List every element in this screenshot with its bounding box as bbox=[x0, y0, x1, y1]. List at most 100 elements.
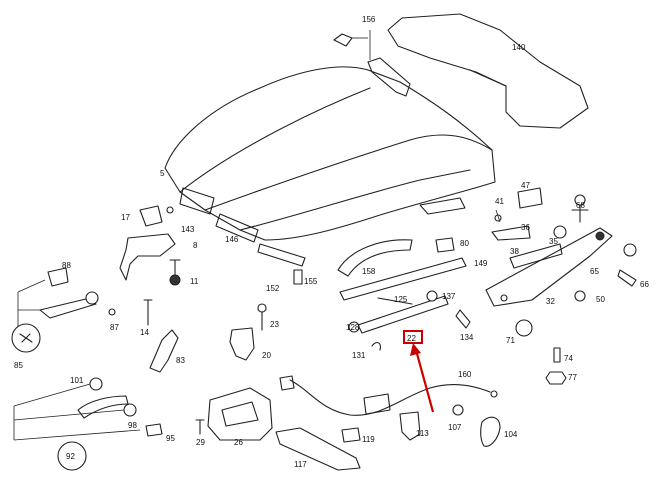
clip-119 bbox=[341, 427, 361, 443]
label-71: 71 bbox=[506, 336, 515, 345]
clip-80 bbox=[435, 237, 455, 253]
label-8: 8 bbox=[193, 241, 198, 250]
strip-143 bbox=[179, 187, 215, 215]
gas-strut-22 bbox=[357, 295, 449, 334]
hood-seal-156 bbox=[367, 57, 411, 97]
label-80: 80 bbox=[460, 239, 469, 248]
profile-158 bbox=[337, 239, 413, 277]
clip-131 bbox=[371, 341, 381, 351]
nut-137 bbox=[426, 290, 438, 302]
label-47: 47 bbox=[521, 181, 530, 190]
label-35: 35 bbox=[549, 237, 558, 246]
link-38 bbox=[509, 243, 563, 269]
label-98: 98 bbox=[128, 421, 137, 430]
label-5: 5 bbox=[160, 169, 165, 178]
handle-92 bbox=[77, 395, 129, 419]
label-23: 23 bbox=[270, 320, 279, 329]
bracket-17 bbox=[139, 205, 163, 227]
label-156: 156 bbox=[362, 15, 376, 24]
bracket-36 bbox=[491, 225, 531, 241]
label-149: 149 bbox=[474, 259, 488, 268]
hood-edge-line bbox=[204, 134, 493, 211]
label-143: 143 bbox=[181, 225, 195, 234]
label-41: 41 bbox=[495, 197, 504, 206]
label-87: 87 bbox=[110, 323, 119, 332]
label-137: 137 bbox=[442, 292, 456, 301]
hood-panel-5 bbox=[164, 66, 496, 241]
label-85: 85 bbox=[14, 361, 23, 370]
label-107: 107 bbox=[448, 423, 462, 432]
bolt-23 bbox=[257, 309, 267, 331]
label-160: 160 bbox=[458, 370, 472, 379]
bracket-83 bbox=[149, 329, 179, 373]
seal-strip-149 bbox=[339, 257, 467, 301]
label-92: 92 bbox=[66, 452, 75, 461]
handle-104 bbox=[480, 416, 501, 447]
circle-92 bbox=[57, 441, 87, 471]
label-125: 125 bbox=[394, 295, 408, 304]
bolt-74 bbox=[553, 347, 561, 363]
label-95: 95 bbox=[166, 434, 175, 443]
label-140: 140 bbox=[512, 43, 526, 52]
nut-11 bbox=[169, 274, 181, 286]
hood-crease bbox=[179, 87, 371, 193]
label-20: 20 bbox=[262, 351, 271, 360]
label-32: 32 bbox=[546, 297, 555, 306]
label-83: 83 bbox=[176, 356, 185, 365]
bolt-155 bbox=[293, 269, 303, 285]
nut-66 bbox=[623, 243, 637, 257]
bolt-134 bbox=[455, 309, 471, 329]
label-26: 26 bbox=[234, 438, 243, 447]
pad-26 bbox=[207, 387, 273, 441]
clip-88 bbox=[47, 267, 69, 287]
label-117: 117 bbox=[294, 460, 307, 469]
screw-107 bbox=[452, 404, 464, 416]
bolt-11 bbox=[169, 259, 181, 276]
hood-front-line bbox=[239, 169, 471, 231]
label-14: 14 bbox=[140, 328, 149, 337]
label-65: 65 bbox=[590, 267, 599, 276]
insulation-edge bbox=[469, 69, 507, 87]
label-66: 66 bbox=[640, 280, 649, 289]
release-cable-160 bbox=[289, 379, 491, 416]
hinge-8 bbox=[119, 233, 176, 281]
bracket-47 bbox=[517, 187, 543, 209]
nut-101 bbox=[89, 377, 103, 391]
label-38: 38 bbox=[510, 247, 519, 256]
strip-152 bbox=[257, 243, 306, 267]
hood-latch-plate bbox=[419, 197, 466, 215]
label-146: 146 bbox=[225, 235, 239, 244]
clip-156 bbox=[333, 33, 353, 47]
nut-77 bbox=[545, 371, 567, 385]
label-22: 22 bbox=[407, 334, 416, 343]
label-29: 29 bbox=[196, 438, 205, 447]
label-74: 74 bbox=[564, 354, 573, 363]
ball-128 bbox=[348, 321, 360, 333]
label-131: 131 bbox=[352, 351, 366, 360]
label-152: 152 bbox=[266, 284, 280, 293]
label-77: 77 bbox=[568, 373, 577, 382]
highlight-arrowhead bbox=[410, 343, 421, 356]
label-11: 11 bbox=[190, 277, 199, 286]
plug-95 bbox=[145, 423, 163, 437]
strip-146 bbox=[215, 213, 259, 243]
label-88: 88 bbox=[62, 261, 71, 270]
cap-98 bbox=[123, 403, 137, 417]
label-134: 134 bbox=[460, 333, 474, 342]
label-119: 119 bbox=[362, 435, 375, 444]
label-158: 158 bbox=[362, 267, 376, 276]
screw-65 bbox=[617, 269, 637, 287]
hinge-arm-32 bbox=[485, 227, 613, 307]
bushing-71 bbox=[515, 319, 533, 337]
rod-bracket bbox=[39, 297, 97, 319]
washer-50 bbox=[574, 290, 586, 302]
label-36: 36 bbox=[521, 223, 530, 232]
label-128: 128 bbox=[346, 323, 360, 332]
pin-125 bbox=[377, 297, 413, 305]
label-113: 113 bbox=[416, 429, 429, 438]
label-155: 155 bbox=[304, 277, 318, 286]
handle-113 bbox=[399, 411, 421, 441]
hood-insulation-mat-140 bbox=[387, 13, 589, 129]
